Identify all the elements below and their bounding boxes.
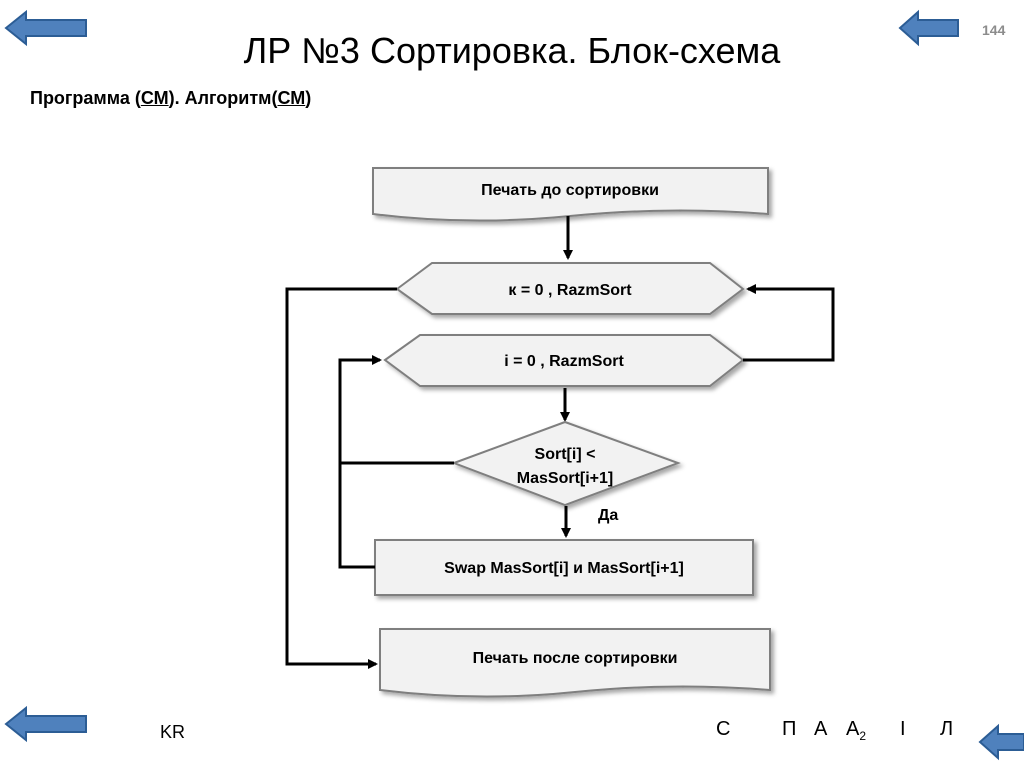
nav-a2-sub: 2 — [859, 729, 867, 743]
swap-shape — [374, 539, 754, 596]
program-link[interactable]: СМ — [140, 88, 169, 108]
condition-text-line2: MasSort[i+1] — [517, 470, 613, 487]
print-after-shape — [379, 628, 771, 698]
subtitle-prefix: Программа ( — [30, 88, 141, 108]
condition-shape — [451, 420, 681, 507]
footer-kr: KR — [160, 722, 186, 742]
nav-l[interactable]: Л — [940, 718, 954, 740]
nav-i[interactable]: I — [900, 718, 906, 740]
print-after-text: Печать после сортировки — [473, 650, 678, 667]
nav-a2-letter: А — [846, 718, 860, 740]
yes-label: Да — [598, 507, 618, 524]
subtitle-mid: ). Алгоритм( — [168, 88, 278, 108]
nav-a[interactable]: А — [814, 718, 828, 740]
algorithm-link[interactable]: СМ — [277, 88, 306, 108]
condition-text-line1: Sort[i] < — [535, 446, 596, 463]
swap-text: Swap MasSort[i] и MasSort[i+1] — [444, 560, 684, 577]
outer-loop-shape — [395, 262, 745, 315]
slide-title: ЛР №3 Сортировка. Блок-схема — [243, 30, 781, 71]
print-before-shape — [372, 167, 769, 222]
subtitle: Программа (СМ). Алгоритм(СМ) — [30, 88, 311, 109]
back-arrow-icon-bottom-left[interactable] — [4, 704, 88, 749]
nav-p[interactable]: П — [782, 718, 797, 740]
nav-a2[interactable]: А2 — [846, 718, 866, 743]
back-arrow-icon-top-right[interactable] — [898, 8, 960, 53]
print-before-text: Печать до сортировки — [481, 182, 659, 199]
nav-c[interactable]: С — [716, 718, 731, 740]
inner-loop-text: i = 0 , RazmSort — [504, 353, 624, 370]
subtitle-suffix: ) — [305, 88, 312, 108]
back-arrow-icon-bottom-right[interactable] — [978, 722, 1024, 767]
outer-loop-return — [743, 284, 835, 362]
back-arrow-icon-top-left[interactable] — [4, 8, 88, 53]
page-number: 144 — [982, 22, 1006, 38]
outer-loop-exit — [285, 287, 397, 669]
inner-loop-return-from-swap — [338, 355, 382, 569]
outer-loop-text: к = 0 , RazmSort — [508, 282, 632, 299]
